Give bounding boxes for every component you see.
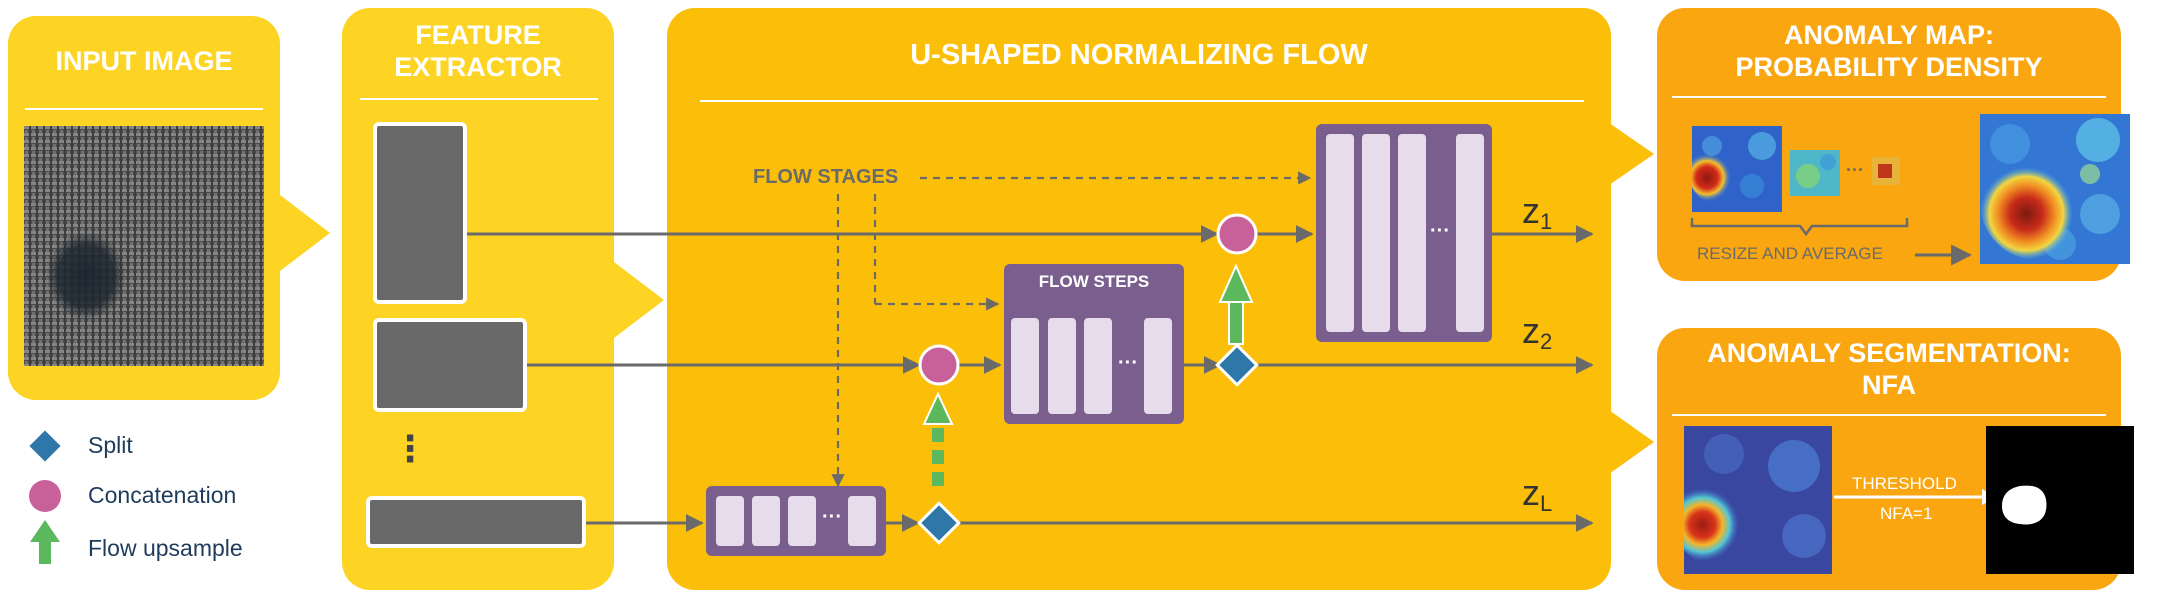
- flow-stage-L-step: [716, 496, 744, 546]
- flow-stage-2-step: [1084, 318, 1112, 414]
- flow-stage-1-step: [1362, 134, 1390, 332]
- output-z2: z2: [1522, 310, 1553, 354]
- feature-extractor-title-line1: FEATURE: [415, 20, 541, 50]
- input-fabric-image: [24, 126, 264, 366]
- legend-concatenation-label: Concatenation: [88, 482, 237, 508]
- flow-stage-2-ellipsis: ···: [1118, 352, 1138, 374]
- flow-stage-L-step: [788, 496, 816, 546]
- flow-stage-1-ellipsis: ···: [1430, 220, 1450, 242]
- flow-stages-label: FLOW STAGES: [753, 166, 899, 188]
- arrow-extractor-to-flow: [614, 262, 664, 338]
- flow-title-rule: [700, 100, 1584, 102]
- density-map-level-2: [1790, 150, 1840, 196]
- feature-map-level-1: [373, 122, 467, 304]
- flow-stage-1-step: [1326, 134, 1354, 332]
- density-map-ellipsis: ···: [1846, 160, 1864, 180]
- feature-extractor-title: FEATURE EXTRACTOR: [342, 20, 614, 84]
- density-map-level-1: [1692, 126, 1782, 212]
- arrow-input-to-extractor: [280, 195, 330, 271]
- flow-stage-1-step: [1456, 134, 1484, 332]
- flow-steps-label: FLOW STEPS: [1038, 272, 1150, 291]
- feature-extractor-title-line2: EXTRACTOR: [394, 51, 562, 82]
- anomaly-segmentation-title: ANOMALY SEGMENTATION: NFA: [1657, 338, 2121, 402]
- nfa-threshold-value: NFA=1: [1880, 504, 1933, 523]
- legend-flow-upsample-label: Flow upsample: [88, 535, 243, 561]
- extractor-ellipsis: ⋮: [392, 428, 428, 469]
- resize-and-average-label: RESIZE AND AVERAGE: [1697, 244, 1883, 263]
- flow-stage-1-step: [1398, 134, 1426, 332]
- anomaly-map-title: ANOMALY MAP: PROBABILITY DENSITY: [1657, 20, 2121, 84]
- legend-split-label: Split: [88, 432, 133, 458]
- anomaly-map-title-rule: [1672, 96, 2106, 98]
- flow-stage-2-step: [1144, 318, 1172, 414]
- feature-map-level-L: [366, 496, 586, 548]
- anomaly-map-title-line2: PROBABILITY DENSITY: [1735, 51, 2043, 82]
- feature-map-level-2: [373, 318, 527, 412]
- density-map-level-L: [1872, 157, 1900, 185]
- flow-stage-L-step: [848, 496, 876, 546]
- legend-circle-icon: [29, 480, 61, 512]
- anomaly-map-result: [1980, 114, 2130, 264]
- flow-stage-2-step: [1011, 318, 1039, 414]
- extractor-title-rule: [360, 98, 598, 100]
- flow-stage-L-step: [752, 496, 780, 546]
- anomaly-segmentation-title-line2: NFA: [1862, 369, 1916, 400]
- legend-up-arrow-icon: [30, 520, 60, 564]
- output-zL: zL: [1522, 472, 1553, 516]
- legend-diamond-icon: [26, 427, 64, 465]
- threshold-label: THRESHOLD: [1852, 474, 1957, 493]
- input-image-title: INPUT IMAGE: [55, 46, 233, 76]
- nfa-heatmap: [1684, 426, 1832, 574]
- segmentation-mask: [1986, 426, 2134, 574]
- flow-stage-L-ellipsis: ···: [822, 506, 842, 528]
- anomaly-segmentation-title-line1: ANOMALY SEGMENTATION:: [1707, 338, 2071, 368]
- flow-stage-2-step: [1048, 318, 1076, 414]
- anomaly-map-title-line1: ANOMALY MAP:: [1783, 20, 1994, 50]
- output-z1: z1: [1522, 190, 1553, 234]
- normalizing-flow-title: U-SHAPED NORMALIZING FLOW: [910, 39, 1368, 71]
- segmentation-title-rule: [1672, 414, 2106, 416]
- input-title-rule: [25, 108, 263, 110]
